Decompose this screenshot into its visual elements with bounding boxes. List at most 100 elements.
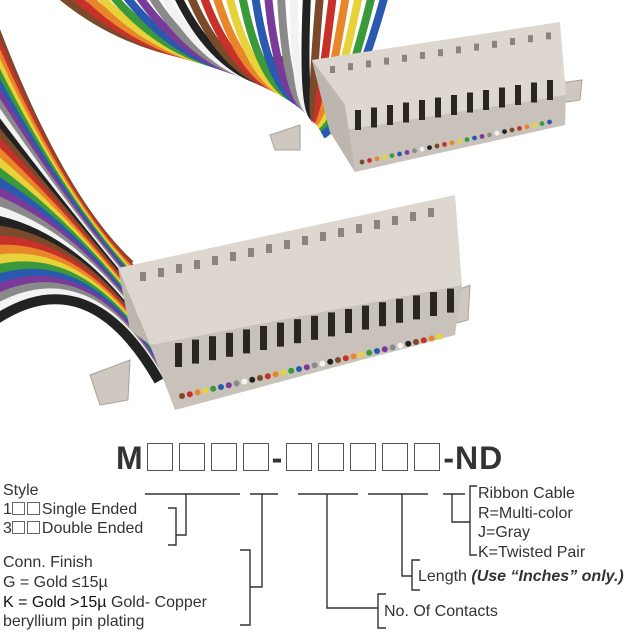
cable-option-k: K=Twisted Pair [478,544,586,561]
cavity [320,232,326,241]
length-label: Length (Use “Inches” only.) [418,567,624,586]
pin [420,337,427,344]
pin [427,145,432,151]
pin [359,159,365,165]
slot [226,332,233,357]
pin [366,349,373,356]
pin [257,375,263,381]
slot [430,292,437,316]
cavity [492,40,497,48]
pin [218,384,224,390]
slot [515,85,521,105]
cavity [438,49,443,57]
code-box [146,443,173,471]
slot [311,315,318,340]
part-suffix: -ND [443,440,504,476]
pin [194,389,201,396]
slot [243,329,250,354]
slot [345,309,352,333]
pin [288,367,295,374]
style-title: Style [3,482,39,499]
ribbon-cable-assembly-illustration [0,0,583,410]
slot [209,336,216,361]
slot [403,102,409,123]
first-box-group [144,440,272,476]
style-label: Single Ended [41,501,138,518]
pin [494,130,500,136]
slot [260,326,267,350]
code-box [178,443,205,471]
cavity [384,57,389,65]
style-code: 1 [3,501,12,518]
pin [303,364,310,371]
pin [389,153,395,159]
slot [547,80,553,100]
pin [233,380,240,387]
slot [451,95,457,115]
pin [272,371,279,378]
finish-k-desc: Gold- Copper [106,594,208,611]
pin [487,132,492,138]
pin [374,348,380,354]
cavity [348,63,353,71]
pin [532,122,537,128]
finish-title: Conn. Finish [3,554,93,571]
pin [381,346,388,353]
length-text: Length [418,568,472,585]
pin [335,357,341,363]
pin [249,376,256,383]
code-box [382,443,409,471]
cavity [374,220,380,229]
code-box [210,443,237,471]
cavity [338,228,344,237]
code-box [414,443,441,471]
pin [524,124,530,130]
pin [479,134,485,139]
cavity [194,260,200,269]
slot [355,110,361,130]
part-number-template: M--ND [116,440,503,477]
pin [472,135,477,141]
cavity [158,268,164,277]
cavity [420,52,425,59]
slot [396,298,403,323]
code-box [318,443,345,471]
cable-option-r: R=Multi-color [478,505,573,522]
slot [379,302,386,327]
pin [517,125,522,131]
finish-k: K = Gold >15µ Gold- Copper [3,593,207,612]
slot [387,105,393,125]
finish-k-line2: beryllium pin plating [3,613,145,630]
cavity [456,46,461,54]
pin [367,158,372,163]
code-box [286,443,313,471]
slot [435,97,441,118]
slot [499,87,505,108]
cavity [410,212,416,221]
pin [436,333,443,340]
cavity [230,252,236,261]
style-label: Double Ended [41,520,144,537]
pin [389,344,396,351]
pin [241,378,248,385]
cavity [266,244,272,253]
cavity [330,66,335,73]
pin [539,121,545,126]
cavity [510,38,515,45]
lower-connector [89,195,471,410]
finish-k-code: K = Gold >15µ [3,594,107,611]
pin [210,385,217,392]
pin [311,362,318,369]
cavity [366,60,371,68]
slot [483,90,489,110]
pin [319,360,326,367]
slot [328,312,335,337]
style-code: 3 [3,520,12,537]
slot [277,322,284,347]
slot [192,339,199,364]
upper-connector [269,22,583,172]
pin [509,127,515,133]
pin [405,340,412,347]
slot [467,92,473,113]
